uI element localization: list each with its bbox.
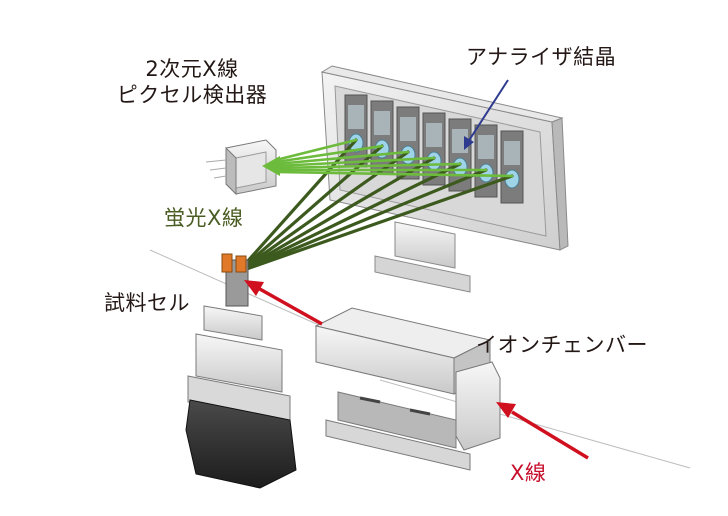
detector-label-line1: 2次元X線 <box>145 57 239 81</box>
analyzer-pointer-arrow <box>464 79 509 150</box>
xray-label: X線 <box>510 461 547 485</box>
ion-chamber-label: イオンチェンバー <box>476 333 648 357</box>
xray-beam-incident <box>511 410 589 460</box>
fluorescence-label: 蛍光X線 <box>164 206 244 230</box>
reflected-rays <box>274 138 514 178</box>
analyzer-label: アナライザ結晶 <box>466 45 617 69</box>
detector-label: 2次元X線 ピクセル検出器 <box>92 56 292 108</box>
reflected-arrowhead <box>262 156 280 176</box>
sample-cell-holder <box>221 253 233 273</box>
fluorescence-rays <box>236 138 514 274</box>
ion-chamber <box>314 307 501 471</box>
detector-label-line2: ピクセル検出器 <box>116 83 268 107</box>
analyzer-spectrometer <box>320 65 569 293</box>
sample-cell-stage <box>185 253 297 489</box>
sample-cell-label: 試料セル <box>104 291 190 315</box>
xray-beam-to-sample <box>257 286 323 326</box>
pixel-detector <box>205 139 277 196</box>
xray-beam <box>244 280 589 460</box>
